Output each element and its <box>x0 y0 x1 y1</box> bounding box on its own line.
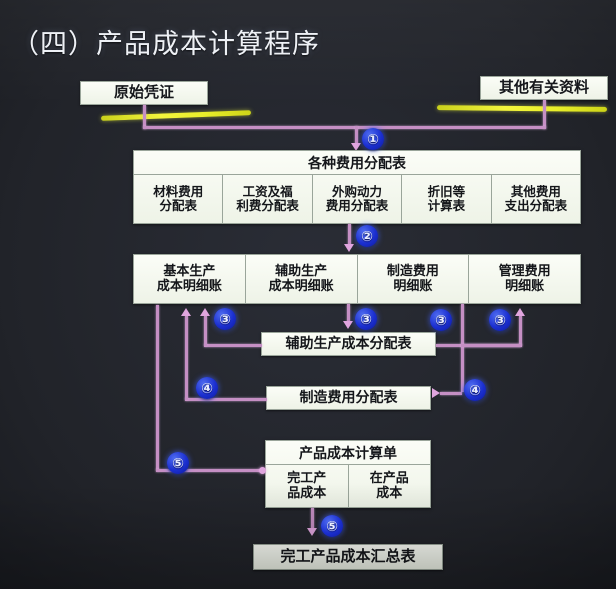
arrow-into-auxiliary-allocation <box>343 321 353 329</box>
badge-5b: ⑤ <box>321 515 343 537</box>
source-box-other-materials: 其他有关资料 <box>480 76 608 100</box>
cost-sheet-cell-finished-l1: 完工产 <box>287 470 327 486</box>
connector-basic-to-costsheet-down <box>156 305 159 471</box>
allocation-box-auxiliary: 辅助生产成本分配表 <box>261 332 436 356</box>
badge-4b: ④ <box>464 379 486 401</box>
expense-cell-depreciation: 折旧等 计算表 <box>402 175 492 223</box>
ledger-table-row: 基本生产 成本明细账 辅助生产 成本明细账 制造费用 明细账 管理费用 明细账 <box>134 255 580 303</box>
expense-cell-other-l2: 支出分配表 <box>504 199 568 213</box>
expense-cell-wages-l1: 工资及福 <box>242 184 293 199</box>
ledger-cell-manufacturing-expense-l1: 制造费用 <box>386 263 439 279</box>
expense-table-row: 材料费用 分配表 工资及福 利费分配表 外购动力 费用分配表 折旧等 计算表 其… <box>134 175 580 223</box>
badge-2: ② <box>356 225 378 247</box>
allocation-box-auxiliary-label: 辅助生产成本分配表 <box>285 335 412 352</box>
source-box-original-vouchers-label: 原始凭证 <box>113 83 174 101</box>
expense-cell-depreciation-l2: 计算表 <box>427 199 466 213</box>
expense-cell-power-l1: 外购动力 <box>332 184 383 199</box>
source-box-original-vouchers: 原始凭证 <box>80 81 208 105</box>
ledger-cell-auxiliary-production: 辅助生产 成本明细账 <box>246 255 358 303</box>
connector-mfg-to-admin-branch <box>461 344 521 347</box>
highlight-underline-right <box>436 105 608 112</box>
connector-join-to-expense <box>355 126 358 146</box>
connector-aux-to-basic-up <box>204 316 207 346</box>
connector-mfg-ledger-down <box>461 304 464 392</box>
cost-sheet-cell-wip-l2: 成本 <box>376 485 403 500</box>
expense-cell-wages: 工资及福 利费分配表 <box>223 175 313 223</box>
badge-3b: ③ <box>355 308 377 330</box>
expense-cell-material-l1: 材料费用 <box>153 184 204 199</box>
arrow-into-manufacturing-allocation <box>432 388 440 398</box>
badge-3d: ③ <box>489 309 511 331</box>
connector-expense-to-ledger <box>348 224 351 247</box>
connector-mfg-allocation-left <box>185 398 267 401</box>
cost-sheet-table: 产品成本计算单 完工产 品成本 在产品 成本 <box>265 440 431 508</box>
arrow-into-admin-expense <box>515 308 525 316</box>
ledger-cell-admin-expense-l2: 明细账 <box>505 278 545 293</box>
ledger-cell-admin-expense: 管理费用 明细账 <box>469 255 580 303</box>
connector-left-source-down <box>143 105 146 129</box>
expense-table: 各种费用分配表 材料费用 分配表 工资及福 利费分配表 外购动力 费用分配表 折… <box>133 150 581 224</box>
ledger-cell-manufacturing-expense-l2: 明细账 <box>393 278 433 293</box>
arrow-into-basic-production-b <box>181 308 191 316</box>
expense-cell-depreciation-l1: 折旧等 <box>427 184 466 199</box>
expense-cell-other: 其他费用 支出分配表 <box>492 175 580 223</box>
ledger-cell-auxiliary-production-l1: 辅助生产 <box>275 263 328 279</box>
cost-sheet-cell-wip-l1: 在产品 <box>369 470 409 486</box>
badge-3a: ③ <box>214 308 236 330</box>
connector-aux-to-admin-up <box>519 316 522 346</box>
badge-3c: ③ <box>430 309 452 331</box>
badge-5a: ⑤ <box>167 452 189 474</box>
cost-sheet-row: 完工产 品成本 在产品 成本 <box>266 465 430 507</box>
ledger-cell-basic-production: 基本生产 成本明细账 <box>134 255 246 303</box>
allocation-box-manufacturing-label: 制造费用分配表 <box>299 389 398 406</box>
cost-sheet-cell-finished-l2: 品成本 <box>287 485 327 500</box>
ledger-cell-manufacturing-expense: 制造费用 明细账 <box>358 255 470 303</box>
ledger-cell-basic-production-l1: 基本生产 <box>163 263 216 279</box>
allocation-box-manufacturing: 制造费用分配表 <box>266 386 431 410</box>
expense-cell-material: 材料费用 分配表 <box>134 175 224 223</box>
arrow-into-expense-table <box>351 143 361 151</box>
connector-costsheet-to-summary <box>311 508 314 530</box>
summary-box-finished-goods: 完工产品成本汇总表 <box>253 544 443 570</box>
connector-aux-allocation-left <box>204 344 262 347</box>
expense-cell-power-l2: 费用分配表 <box>325 199 389 213</box>
connector-aux-ledger-down <box>347 304 350 323</box>
arrow-into-basic-production-a <box>200 308 210 316</box>
arrow-into-summary-box <box>307 528 317 536</box>
cost-sheet-header: 产品成本计算单 <box>266 441 430 465</box>
expense-cell-other-l1: 其他费用 <box>510 184 561 199</box>
ledger-table: 基本生产 成本明细账 辅助生产 成本明细账 制造费用 明细账 管理费用 明细账 <box>133 254 581 304</box>
ledger-cell-auxiliary-production-l2: 成本明细账 <box>268 278 334 293</box>
connector-mfg-to-basic-up <box>185 316 188 400</box>
highlight-underline-left <box>100 110 252 121</box>
connector-right-source-down <box>543 100 546 129</box>
badge-4a: ④ <box>196 377 218 399</box>
expense-cell-wages-l2: 利费分配表 <box>236 199 299 213</box>
source-box-other-materials-label: 其他有关资料 <box>498 78 589 96</box>
connector-endpoint-costsheet <box>259 467 266 474</box>
summary-box-finished-goods-label: 完工产品成本汇总表 <box>280 547 416 565</box>
ledger-cell-admin-expense-l1: 管理费用 <box>498 263 551 279</box>
cost-sheet-cell-wip: 在产品 成本 <box>349 465 431 507</box>
connector-mfg-into-allocation <box>440 392 462 395</box>
arrow-into-ledger-table <box>344 244 354 252</box>
page-title: （四）产品成本计算程序 <box>12 29 320 59</box>
badge-1: ① <box>362 128 384 150</box>
expense-cell-material-l2: 分配表 <box>159 199 197 213</box>
connector-source-join <box>143 126 546 129</box>
ledger-cell-basic-production-l2: 成本明细账 <box>156 278 222 293</box>
cost-sheet-cell-finished: 完工产 品成本 <box>266 465 349 507</box>
expense-cell-power: 外购动力 费用分配表 <box>313 175 403 223</box>
expense-table-header: 各种费用分配表 <box>134 151 580 175</box>
connector-basic-to-costsheet-right <box>156 469 264 472</box>
